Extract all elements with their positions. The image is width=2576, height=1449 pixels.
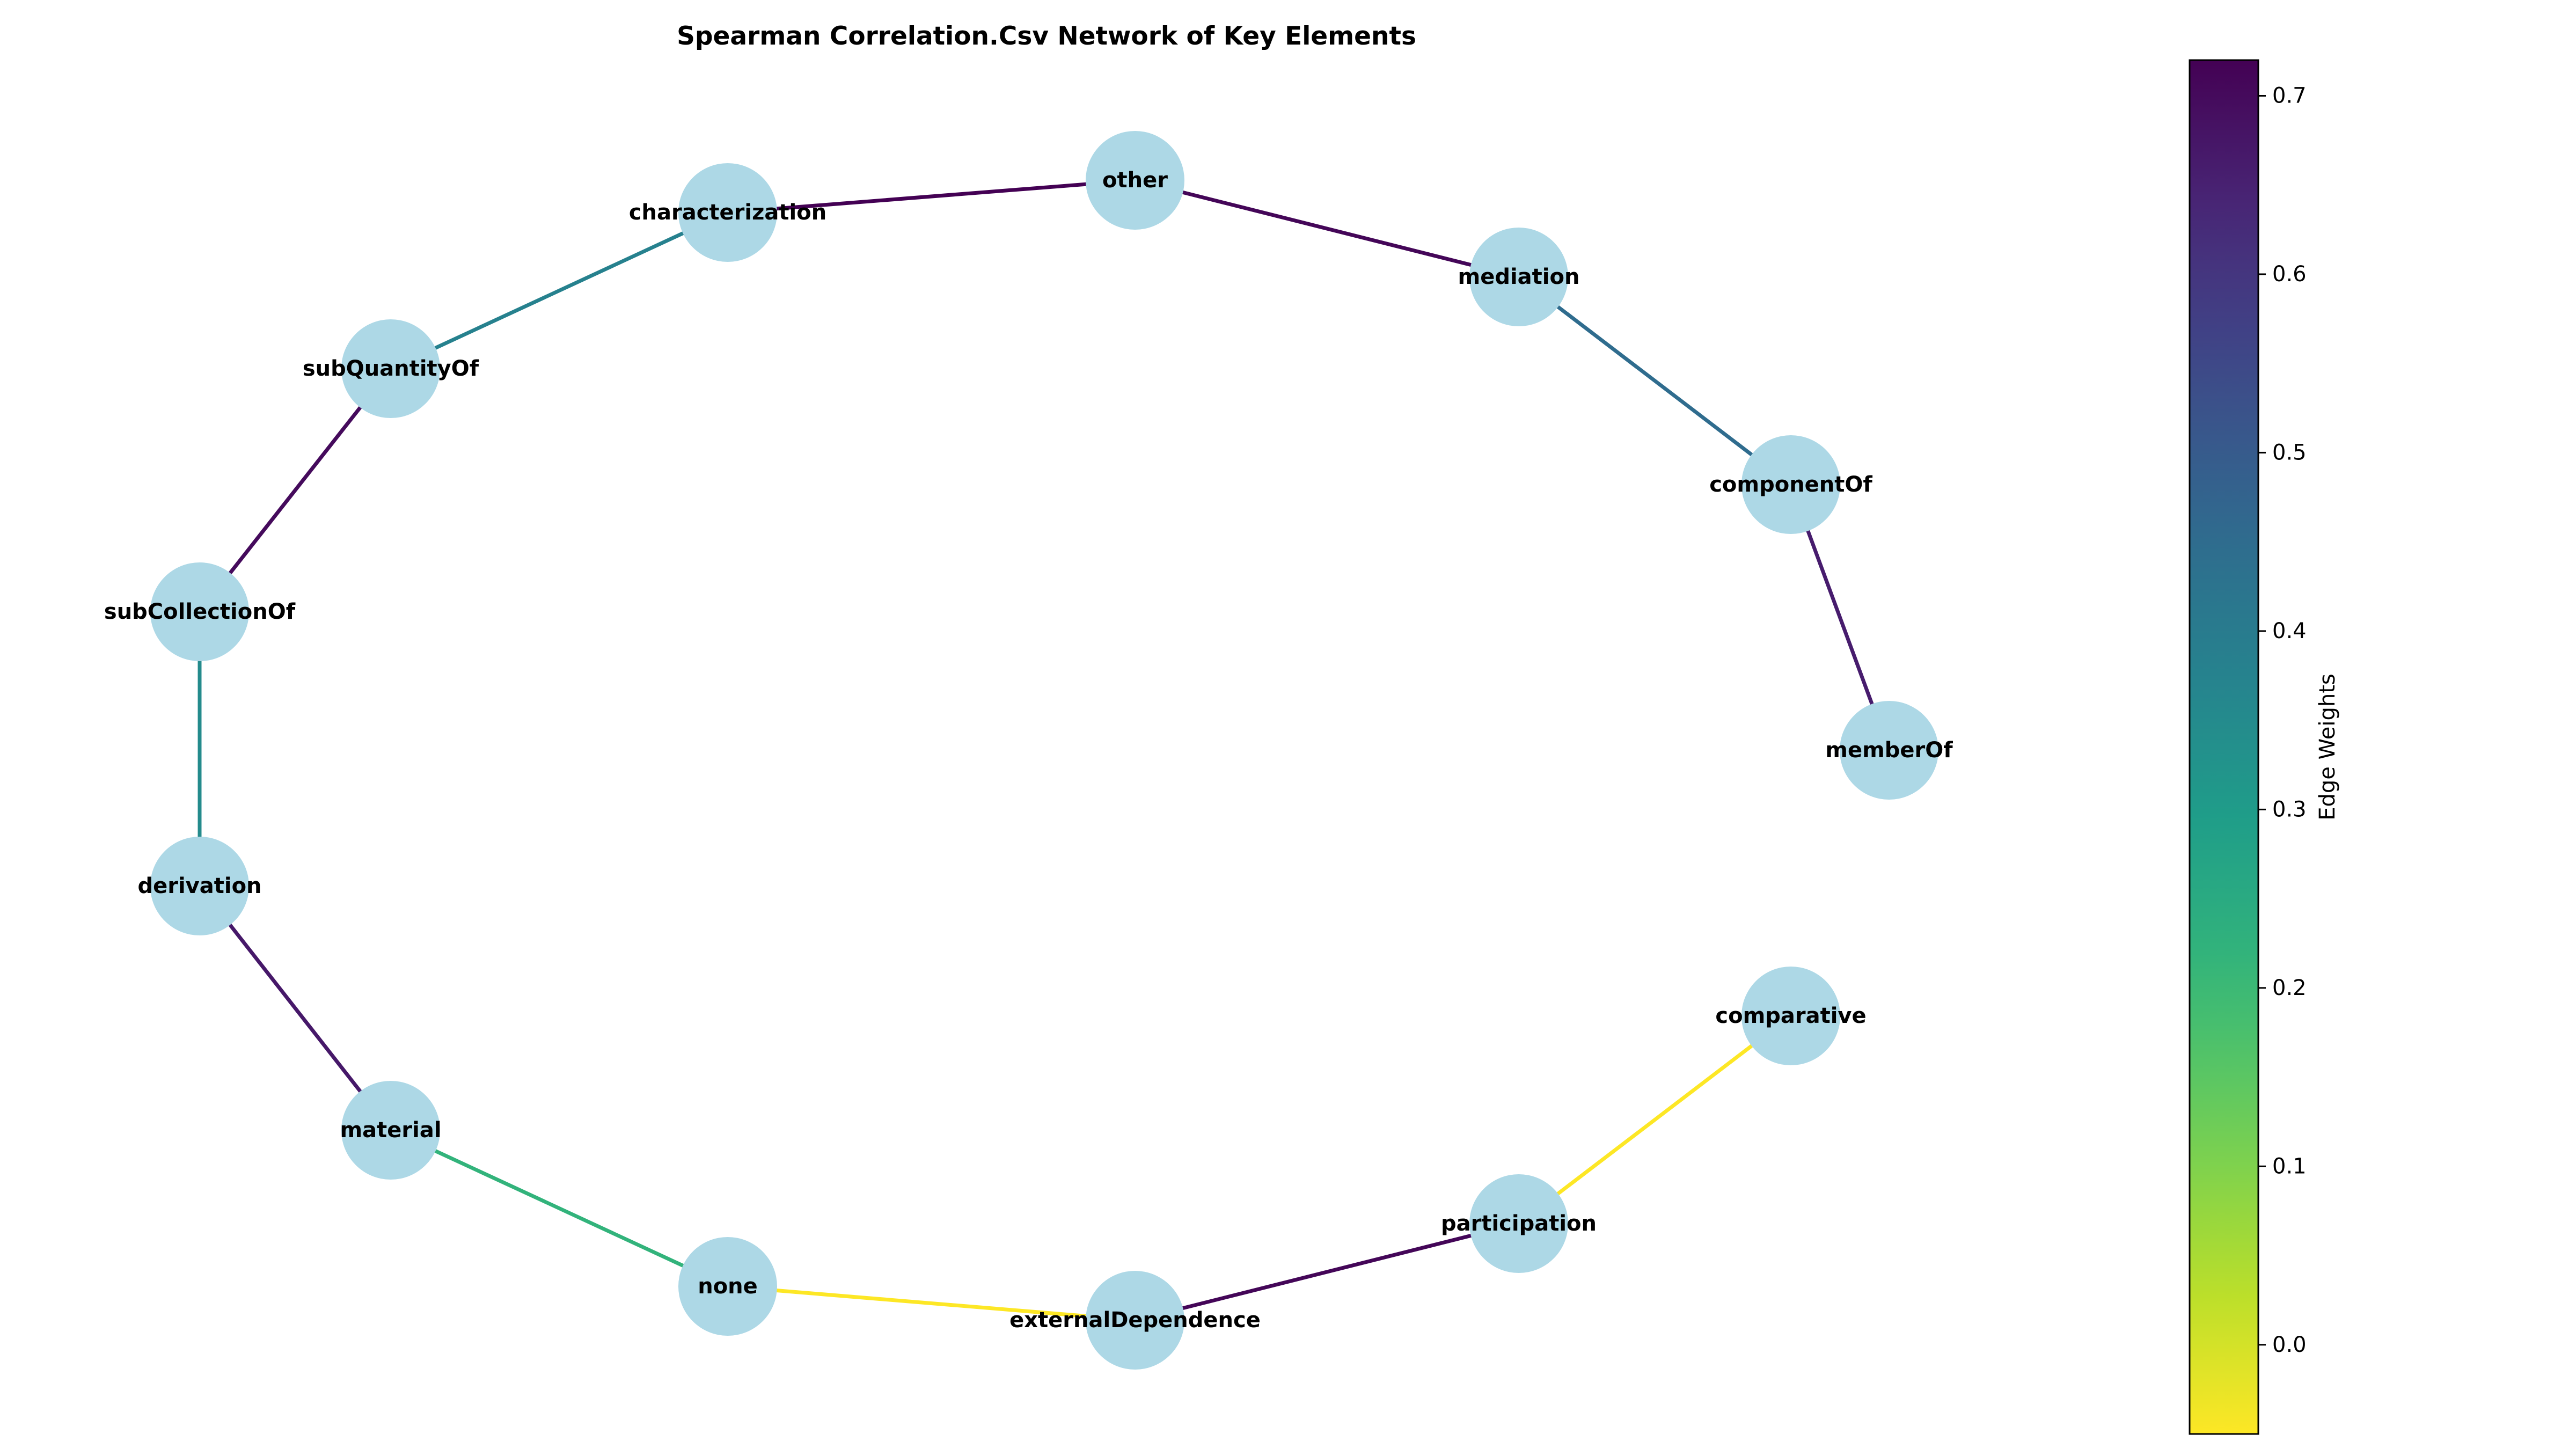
node-label: participation [1441, 1211, 1597, 1236]
edge-material-none [390, 1128, 729, 1289]
node-componentOf: componentOf [1709, 435, 1872, 534]
node-label: mediation [1458, 265, 1580, 289]
node-mediation: mediation [1458, 228, 1580, 326]
chart-title: Spearman Correlation.Csv Network of Key … [677, 21, 1416, 51]
node-externalDependence: externalDependence [1009, 1271, 1261, 1370]
colorbar-tick-label: 0.4 [2272, 619, 2307, 643]
node-circle [150, 837, 249, 935]
colorbar-tick-label: 0.3 [2272, 797, 2307, 822]
node-label: subCollectionOf [104, 599, 296, 624]
colorbar-gradient [2189, 59, 2259, 1435]
node-label: componentOf [1709, 472, 1872, 497]
node-label: characterization [629, 200, 826, 225]
colorbar-tick-label: 0.5 [2272, 440, 2307, 465]
node-label: other [1102, 168, 1168, 193]
edge-characterization-other [727, 178, 1136, 215]
node-derivation: derivation [137, 837, 262, 935]
node-circle [1086, 1271, 1184, 1370]
colorbar-tick-label: 0.1 [2272, 1154, 2307, 1179]
node-circle [678, 1237, 777, 1336]
edge-externalDependence-participation [1135, 1221, 1519, 1322]
node-subQuantityOf: subQuantityOf [303, 319, 479, 418]
edge-other-mediation [1135, 178, 1519, 279]
node-participation: participation [1441, 1174, 1597, 1273]
node-label: comparative [1715, 1004, 1866, 1028]
edge-mediation-componentOf [1517, 275, 1792, 486]
node-material: material [340, 1081, 442, 1180]
edge-participation-comparative [1517, 1014, 1792, 1225]
colorbar-tick-label: 0.7 [2272, 83, 2307, 108]
node-label: derivation [137, 874, 261, 898]
node-label: memberOf [1825, 738, 1953, 763]
edge-derivation-material [198, 884, 392, 1132]
node-circle [1469, 228, 1568, 326]
node-circle [1840, 701, 1938, 800]
edges-layer [197, 178, 1891, 1322]
node-other: other [1086, 131, 1184, 230]
node-label: externalDependence [1009, 1308, 1261, 1333]
colorbar-ticks: 0.0 0.1 0.2 0.3 0.4 0.5 0.6 0.7 [2258, 83, 2307, 1357]
node-circle [341, 1081, 440, 1180]
edge-none-externalDependence [727, 1284, 1136, 1322]
node-circle [341, 319, 440, 418]
node-comparative: comparative [1715, 967, 1867, 1065]
node-label: none [698, 1274, 758, 1299]
edge-subQuantityOf-characterization [390, 210, 729, 371]
node-circle [1741, 435, 1840, 534]
node-label: subQuantityOf [303, 356, 479, 381]
node-circle [150, 562, 249, 661]
node-characterization: characterization [629, 163, 826, 262]
colorbar-tick-label: 0.2 [2272, 976, 2307, 1000]
node-circle [678, 163, 777, 262]
colorbar-tick-label: 0.6 [2272, 262, 2307, 287]
node-circle [1086, 131, 1184, 230]
colorbar: 0.0 0.1 0.2 0.3 0.4 0.5 0.6 0.7 Edge Weights [2189, 59, 2340, 1435]
node-subCollectionOf: subCollectionOf [104, 562, 296, 661]
node-memberOf: memberOf [1825, 701, 1953, 800]
node-circle [1741, 967, 1840, 1065]
colorbar-tick-label: 0.0 [2272, 1333, 2307, 1357]
node-circle [1469, 1174, 1568, 1273]
nodes-layer: other mediation componentOf memberOf compara… [104, 131, 1953, 1370]
edge-subCollectionOf-subQuantityOf [198, 367, 392, 613]
node-label: material [340, 1118, 441, 1143]
colorbar-label: Edge Weights [2315, 674, 2340, 821]
node-none: none [678, 1237, 777, 1336]
